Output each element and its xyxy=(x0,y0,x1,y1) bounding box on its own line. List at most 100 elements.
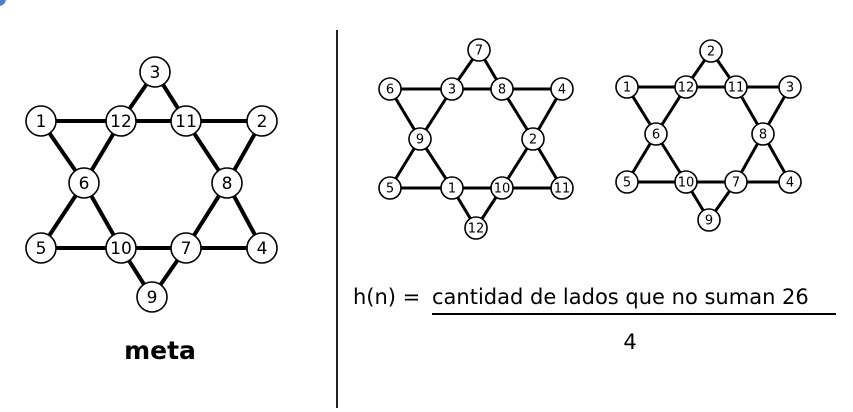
star-node: 10 xyxy=(674,170,698,194)
node-circle xyxy=(211,167,243,199)
star-node: 6 xyxy=(644,122,668,146)
node-circle xyxy=(490,176,514,200)
star-node: 4 xyxy=(550,77,574,101)
node-label: 7 xyxy=(181,239,192,259)
node-circle xyxy=(440,77,464,101)
node-label: 8 xyxy=(498,83,506,98)
star-node: 8 xyxy=(490,77,514,101)
node-label: 4 xyxy=(558,83,566,98)
star-node: 11 xyxy=(550,176,574,200)
node-label: 9 xyxy=(416,133,424,148)
node-circle xyxy=(408,127,432,151)
star-a: 6 3 8 4 7 9 2 5 1 10 11 12 xyxy=(378,38,574,240)
node-circle xyxy=(139,56,171,88)
node-circle xyxy=(105,232,137,264)
star-node: 9 xyxy=(697,208,721,232)
star-node: 8 xyxy=(751,122,775,146)
node-label: 6 xyxy=(652,128,660,143)
node-circle xyxy=(550,176,574,200)
node-label: 6 xyxy=(386,83,394,98)
node-label: 3 xyxy=(448,83,456,98)
node-label: 7 xyxy=(732,176,740,191)
node-circle xyxy=(467,38,491,62)
star-node: 10 xyxy=(490,176,514,200)
node-circle xyxy=(440,176,464,200)
star-node: 11 xyxy=(724,75,748,99)
node-circle xyxy=(697,208,721,232)
node-label: 11 xyxy=(554,182,571,197)
star-node: 5 xyxy=(378,176,402,200)
node-label: 9 xyxy=(705,214,713,229)
star-node: 12 xyxy=(464,216,488,240)
node-circle xyxy=(378,176,402,200)
star-node: 11 xyxy=(170,105,202,137)
goal-label: meta xyxy=(124,336,196,365)
star-node: 7 xyxy=(467,38,491,62)
node-circle xyxy=(724,170,748,194)
formula-fraction-bar xyxy=(432,313,836,315)
star-node: 3 xyxy=(440,77,464,101)
node-label: 2 xyxy=(707,45,715,60)
star-node: 9 xyxy=(136,281,168,313)
node-label: 3 xyxy=(150,63,161,83)
node-label: 12 xyxy=(110,112,132,132)
star-node: 7 xyxy=(170,232,202,264)
node-circle xyxy=(136,281,168,313)
node-label: 2 xyxy=(257,112,268,132)
node-label: 11 xyxy=(728,81,745,96)
star-node: 2 xyxy=(521,127,545,151)
node-label: 7 xyxy=(475,44,483,59)
star-node: 7 xyxy=(724,170,748,194)
star-node: 10 xyxy=(105,232,137,264)
node-label: 1 xyxy=(623,81,631,96)
node-label: 5 xyxy=(36,239,47,259)
node-circle xyxy=(246,105,278,137)
node-circle xyxy=(521,127,545,151)
node-circle xyxy=(550,77,574,101)
node-label: 8 xyxy=(222,174,233,194)
vertical-divider xyxy=(336,30,338,408)
node-circle xyxy=(25,105,57,137)
node-circle xyxy=(699,39,723,63)
node-circle xyxy=(490,77,514,101)
corner-dot xyxy=(0,0,6,6)
star-node: 4 xyxy=(246,232,278,264)
formula-numerator: cantidad de lados que no suman 26 xyxy=(432,285,809,309)
node-label: 5 xyxy=(623,176,631,191)
star-node: 6 xyxy=(68,167,100,199)
node-circle xyxy=(105,105,137,137)
star-node: 12 xyxy=(105,105,137,137)
node-circle xyxy=(751,122,775,146)
star-node: 5 xyxy=(25,232,57,264)
node-circle xyxy=(170,232,202,264)
star-node: 12 xyxy=(674,75,698,99)
star-node: 1 xyxy=(440,176,464,200)
node-label: 9 xyxy=(147,288,158,308)
node-circle xyxy=(68,167,100,199)
node-label: 3 xyxy=(786,81,794,96)
node-circle xyxy=(170,105,202,137)
node-label: 1 xyxy=(36,112,47,132)
node-circle xyxy=(464,216,488,240)
node-circle xyxy=(778,75,802,99)
node-label: 2 xyxy=(529,133,537,148)
star-node: 8 xyxy=(211,167,243,199)
node-label: 11 xyxy=(175,112,197,132)
node-circle xyxy=(674,75,698,99)
node-circle xyxy=(644,122,668,146)
node-label: 12 xyxy=(468,222,485,237)
node-circle xyxy=(615,170,639,194)
star-node: 3 xyxy=(139,56,171,88)
formula-denominator: 4 xyxy=(623,330,637,354)
node-circle xyxy=(25,232,57,264)
node-label: 4 xyxy=(257,239,268,259)
node-label: 5 xyxy=(386,182,394,197)
star-node: 5 xyxy=(615,170,639,194)
node-circle xyxy=(778,170,802,194)
star-node: 1 xyxy=(615,75,639,99)
star-node: 3 xyxy=(778,75,802,99)
node-label: 10 xyxy=(494,182,511,197)
